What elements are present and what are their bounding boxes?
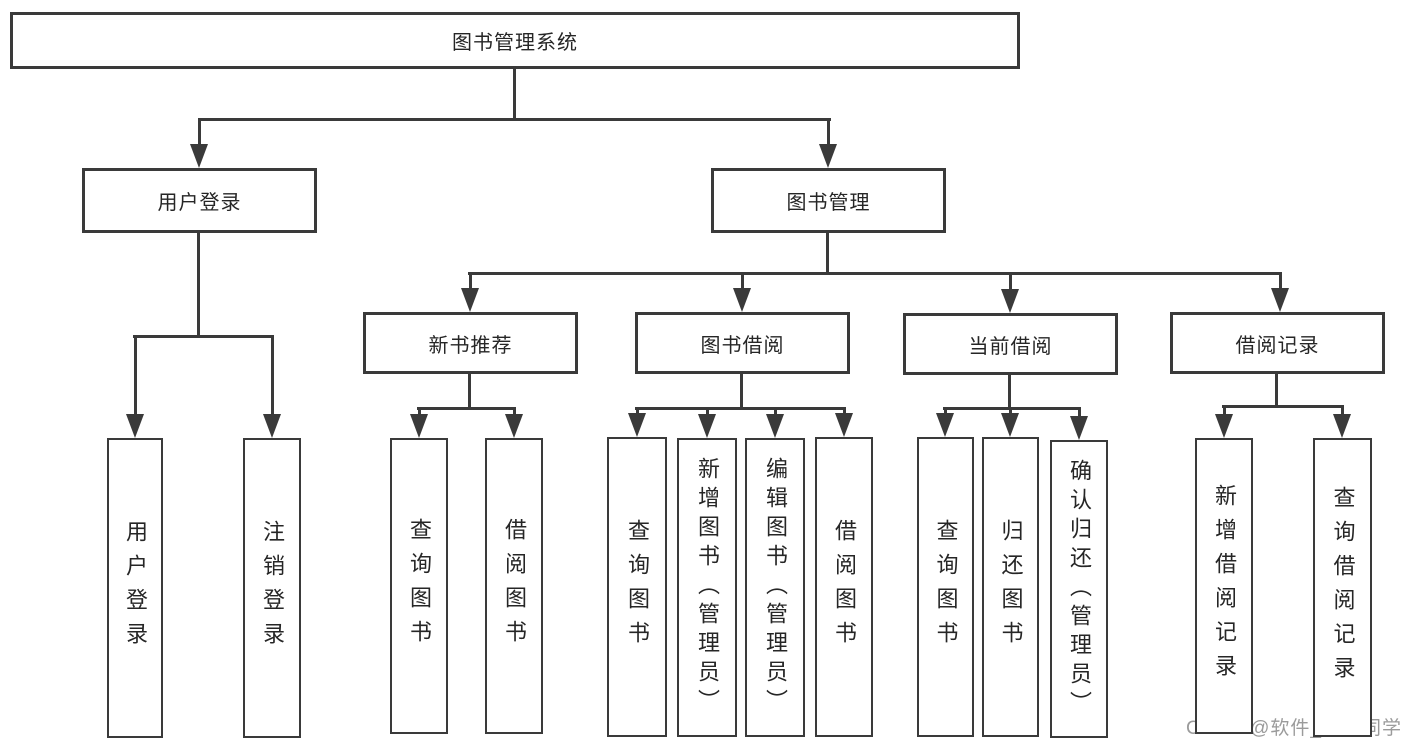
node-label: 借阅图书 bbox=[502, 518, 527, 654]
arrow-down-icon bbox=[936, 413, 954, 437]
node-borrow-records: 借阅记录 bbox=[1170, 312, 1385, 374]
connector-line bbox=[1278, 272, 1282, 300]
node-label: 注销登录 bbox=[260, 520, 285, 656]
connector-line bbox=[197, 118, 201, 156]
node-label: 新增图书（管理员） bbox=[695, 457, 720, 718]
connector-line bbox=[826, 233, 829, 275]
arrow-down-icon bbox=[819, 144, 837, 168]
connector-line bbox=[198, 118, 831, 121]
node-leaf-add-books-admin: 新增图书（管理员） bbox=[677, 438, 737, 737]
connector-line bbox=[1008, 272, 1012, 301]
node-leaf-logout-login: 注销登录 bbox=[243, 438, 301, 738]
arrow-down-icon bbox=[1271, 288, 1289, 312]
connector-line bbox=[468, 272, 472, 300]
node-label: 归还图书 bbox=[998, 519, 1024, 655]
node-label: 查询图书 bbox=[933, 519, 959, 655]
arrow-down-icon bbox=[1070, 416, 1088, 440]
node-label: 当前借阅 bbox=[968, 335, 1053, 358]
connector-line bbox=[417, 407, 516, 410]
node-label: 图书管理系统 bbox=[452, 32, 578, 54]
connector-line bbox=[270, 335, 274, 426]
node-label: 图书借阅 bbox=[700, 334, 785, 357]
connector-line bbox=[943, 407, 1081, 410]
arrow-down-icon bbox=[1001, 413, 1019, 437]
connector-line bbox=[513, 68, 516, 120]
node-leaf-query-borrow-record: 查询借阅记录 bbox=[1313, 438, 1372, 737]
connector-line bbox=[133, 335, 274, 338]
node-current-borrow: 当前借阅 bbox=[903, 313, 1118, 375]
connector-line bbox=[468, 272, 1282, 275]
node-book-borrow: 图书借阅 bbox=[635, 312, 850, 374]
arrow-down-icon bbox=[835, 413, 853, 437]
node-label: 用户登录 bbox=[123, 520, 148, 656]
arrow-down-icon bbox=[628, 413, 646, 437]
arrow-down-icon bbox=[461, 288, 479, 312]
node-leaf-borrow-books-1: 借阅图书 bbox=[485, 438, 543, 734]
arrow-down-icon bbox=[505, 414, 523, 438]
connector-line bbox=[740, 373, 743, 409]
node-new-book-recommend: 新书推荐 bbox=[363, 312, 578, 374]
node-leaf-return-books: 归还图书 bbox=[982, 437, 1039, 737]
node-leaf-user-login: 用户登录 bbox=[107, 438, 163, 738]
node-leaf-query-books-1: 查询图书 bbox=[390, 438, 448, 734]
node-label: 确认归还（管理员） bbox=[1067, 458, 1092, 720]
connector-line bbox=[635, 407, 846, 410]
connector-line bbox=[1222, 405, 1344, 408]
arrow-down-icon bbox=[766, 414, 784, 438]
arrow-down-icon bbox=[190, 144, 208, 168]
node-label: 编辑图书（管理员） bbox=[763, 457, 788, 718]
node-library-management-system: 图书管理系统 bbox=[10, 12, 1020, 69]
node-label: 新增借阅记录 bbox=[1212, 484, 1237, 688]
connector-line bbox=[740, 272, 744, 300]
arrow-down-icon bbox=[1333, 414, 1351, 438]
node-leaf-borrow-books-2: 借阅图书 bbox=[815, 437, 873, 737]
connector-line bbox=[1275, 373, 1278, 407]
node-leaf-add-borrow-record: 新增借阅记录 bbox=[1195, 438, 1253, 734]
node-label: 查询图书 bbox=[625, 519, 650, 655]
node-book-management: 图书管理 bbox=[711, 168, 946, 233]
node-label: 借阅图书 bbox=[832, 519, 857, 655]
connector-line bbox=[1008, 374, 1011, 409]
node-label: 借阅记录 bbox=[1235, 334, 1320, 357]
node-label: 用户登录 bbox=[157, 192, 242, 214]
node-leaf-query-books-3: 查询图书 bbox=[917, 437, 974, 737]
node-label: 查询图书 bbox=[407, 518, 432, 654]
node-leaf-confirm-return-admin: 确认归还（管理员） bbox=[1050, 440, 1108, 738]
arrow-down-icon bbox=[1215, 414, 1233, 438]
arrow-down-icon bbox=[410, 414, 428, 438]
arrow-down-icon bbox=[698, 414, 716, 438]
arrow-down-icon bbox=[733, 288, 751, 312]
node-user-login-group: 用户登录 bbox=[82, 168, 317, 233]
node-leaf-edit-books-admin: 编辑图书（管理员） bbox=[745, 438, 805, 737]
connector-line bbox=[468, 373, 471, 409]
node-label: 新书推荐 bbox=[428, 334, 513, 357]
node-label: 图书管理 bbox=[786, 192, 871, 214]
connector-line bbox=[197, 233, 200, 337]
node-label: 查询借阅记录 bbox=[1330, 485, 1356, 690]
arrow-down-icon bbox=[1001, 289, 1019, 313]
connector-line bbox=[133, 335, 137, 426]
connector-line bbox=[826, 118, 830, 156]
arrow-down-icon bbox=[126, 414, 144, 438]
arrow-down-icon bbox=[263, 414, 281, 438]
node-leaf-query-books-2: 查询图书 bbox=[607, 437, 667, 737]
